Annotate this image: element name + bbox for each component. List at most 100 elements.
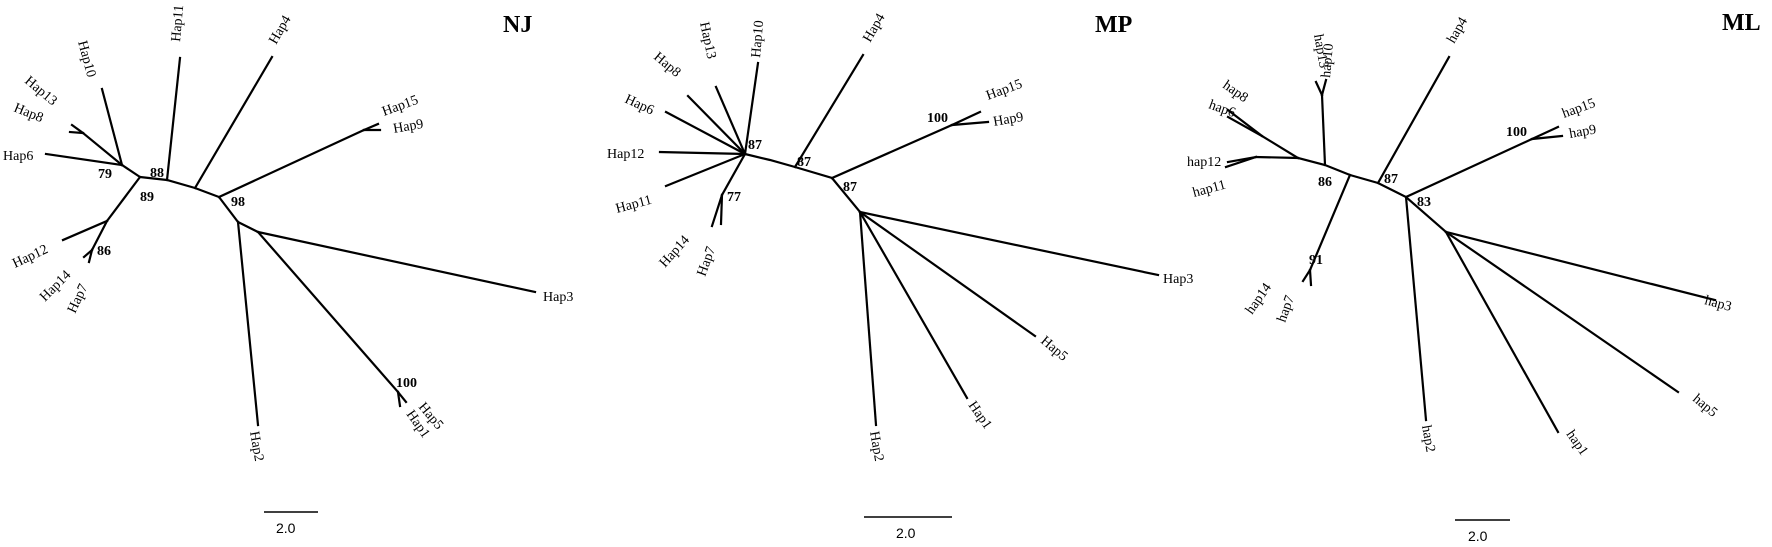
tip-label: Hap5 — [1037, 334, 1070, 365]
panel-title: NJ — [503, 12, 532, 38]
tree-branch — [1376, 55, 1451, 185]
tip-label: Hap4 — [860, 11, 888, 45]
tree-branch — [1224, 155, 1258, 169]
tree-branch — [1308, 173, 1352, 272]
panel-ml: ML hap13 hap10 hap8 hap6 hap12 — [1187, 10, 1761, 544]
tree-branch — [1530, 134, 1564, 141]
tip-label: hap14 — [1243, 281, 1275, 318]
tree-branch — [710, 193, 724, 228]
tree-backbone — [1296, 156, 1448, 234]
tree-branch — [256, 230, 537, 294]
tip-label: Hap14 — [657, 233, 693, 271]
tip-label: Hap12 — [607, 147, 644, 162]
tree-backbone — [138, 175, 260, 234]
tree-branch — [61, 219, 109, 242]
bootstrap-value: 88 — [150, 166, 164, 181]
bootstrap-value: 100 — [1506, 125, 1527, 140]
bootstrap-value: 91 — [1309, 253, 1323, 268]
tree-branch — [1444, 230, 1717, 302]
tree-branch — [217, 128, 366, 199]
tree-branch — [70, 123, 85, 135]
bootstrap-value: 100 — [927, 111, 948, 126]
tip-label: hap15 — [1560, 96, 1597, 122]
tree-branch — [81, 131, 124, 167]
panel-title: ML — [1722, 10, 1761, 36]
tip-label: Hap6 — [622, 92, 656, 118]
scale-label: 2.0 — [276, 520, 296, 536]
tip-label: hap6 — [1207, 98, 1238, 121]
tip-label: Hap7 — [65, 282, 91, 316]
tree-branch — [256, 230, 400, 394]
tree-branch — [858, 210, 1037, 338]
tip-label: Hap7 — [695, 245, 719, 279]
tree-branch — [120, 163, 142, 179]
bootstrap-value: 89 — [140, 190, 154, 205]
bootstrap-value: 98 — [231, 195, 245, 210]
tree-branch — [1320, 78, 1328, 97]
tree-branch — [664, 110, 747, 156]
tree-branch — [1301, 268, 1312, 283]
tree-branch — [1260, 134, 1300, 160]
tip-label: hap4 — [1444, 15, 1471, 46]
tree-branch — [1530, 125, 1560, 141]
tree-branch — [1314, 80, 1324, 97]
tree-branch — [1254, 155, 1300, 160]
tree-branch — [1308, 268, 1313, 287]
tip-label: hap9 — [1568, 122, 1597, 141]
scale-label: 2.0 — [1468, 528, 1488, 544]
bootstrap-value: 86 — [97, 244, 111, 259]
tip-label: hap5 — [1689, 392, 1719, 421]
tree-branch — [1226, 115, 1264, 138]
tip-label: Hap11 — [169, 4, 187, 42]
tip-label: Hap8 — [650, 50, 683, 81]
tip-label: Hap12 — [10, 242, 50, 271]
tree-branch — [950, 110, 982, 127]
bootstrap-value: 77 — [727, 190, 741, 205]
tip-label: Hap4 — [266, 13, 294, 47]
tip-label: Hap2 — [246, 430, 266, 462]
tree-branch — [686, 94, 747, 156]
tip-label: Hap2 — [866, 430, 886, 462]
tip-label: Hap3 — [1163, 272, 1193, 287]
tree-branch — [858, 210, 1160, 277]
bootstrap-value: 87 — [748, 138, 762, 153]
panel-nj: NJ Hap10 Hap13 Hap8 Ha — [3, 4, 573, 536]
bootstrap-value: 86 — [1318, 175, 1332, 190]
tree-branch — [1320, 93, 1327, 167]
scale-label: 2.0 — [896, 525, 916, 541]
bootstrap-value: 79 — [98, 167, 112, 182]
tip-label: Hap13 — [21, 74, 59, 109]
tree-branch — [1444, 230, 1560, 434]
tree-branch — [714, 85, 747, 156]
tree-branch — [950, 120, 990, 127]
tip-label: Hap10 — [749, 20, 767, 58]
tree-branch — [193, 55, 274, 190]
tree-branch — [858, 210, 878, 427]
tree-branch — [165, 56, 182, 182]
tree-branch — [720, 152, 747, 197]
tip-label: hap12 — [1187, 155, 1221, 170]
tree-branch — [793, 53, 865, 169]
bootstrap-value: 87 — [843, 180, 857, 195]
panel-title: MP — [1095, 12, 1132, 38]
tip-label: hap10 — [1319, 43, 1337, 78]
tip-label: hap2 — [1418, 424, 1437, 453]
tip-label: Hap8 — [12, 101, 46, 126]
tip-label: hap1 — [1563, 428, 1591, 459]
tip-label: Hap1 — [965, 399, 995, 432]
tree-branch — [68, 130, 85, 135]
tree-branch — [1404, 195, 1428, 422]
tip-label: Hap9 — [392, 117, 424, 137]
tree-branch — [44, 152, 124, 167]
tip-label: Hap15 — [380, 93, 420, 120]
tip-label: Hap15 — [984, 77, 1024, 104]
tip-label: hap7 — [1275, 294, 1298, 325]
bootstrap-value: 87 — [1384, 172, 1398, 187]
tree-branch — [100, 87, 124, 167]
tip-label: Hap3 — [543, 290, 573, 305]
bootstrap-value: 87 — [797, 155, 811, 170]
tree-branch — [658, 150, 747, 156]
tree-branch — [664, 152, 747, 188]
tip-label: hap3 — [1703, 293, 1733, 315]
tree-branch — [1404, 137, 1534, 199]
